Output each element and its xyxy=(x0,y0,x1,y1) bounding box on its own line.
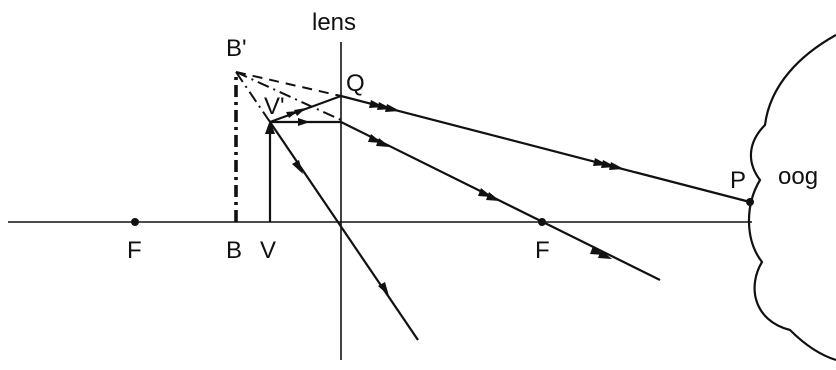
eye-label: oog xyxy=(778,163,818,190)
ray-through-center xyxy=(269,121,419,341)
image-base-label: B xyxy=(226,237,242,264)
eye-point-label: P xyxy=(730,167,746,194)
virtual-ray-to-lens xyxy=(235,71,342,121)
focus-left-label: F xyxy=(127,237,142,264)
virtual-ray-to-q xyxy=(235,71,342,97)
arrow-qp-3 xyxy=(385,104,400,112)
arrow-center-2 xyxy=(378,282,389,296)
arrow-focus-6 xyxy=(598,250,612,259)
eye-point-dot xyxy=(746,198,754,206)
lens-label: lens xyxy=(312,9,356,36)
arrow-parallel xyxy=(298,118,310,126)
arrow-focus-4 xyxy=(486,192,500,201)
eye-outline xyxy=(747,34,836,362)
object-top-label: V' xyxy=(264,93,285,120)
lens-point-label: Q xyxy=(346,70,365,97)
arrow-vtop-q-2 xyxy=(294,108,306,116)
object-arrowhead xyxy=(265,120,275,134)
virtual-ray-through-vtop xyxy=(235,71,271,123)
focus-left-dot xyxy=(131,218,139,226)
object-base-label: V xyxy=(260,237,276,264)
focus-right-dot xyxy=(538,218,546,226)
arrow-center-1 xyxy=(292,160,303,174)
arrow-qp-6 xyxy=(609,162,624,170)
ray-vtop-to-q xyxy=(269,94,342,124)
arrow-vtop-q-1 xyxy=(286,111,298,118)
focus-right-label: F xyxy=(535,237,550,264)
image-top-label: B' xyxy=(226,35,247,62)
ray-q-to-p xyxy=(340,94,751,204)
ray-through-focus xyxy=(340,121,661,281)
arrow-focus-2 xyxy=(376,138,390,147)
